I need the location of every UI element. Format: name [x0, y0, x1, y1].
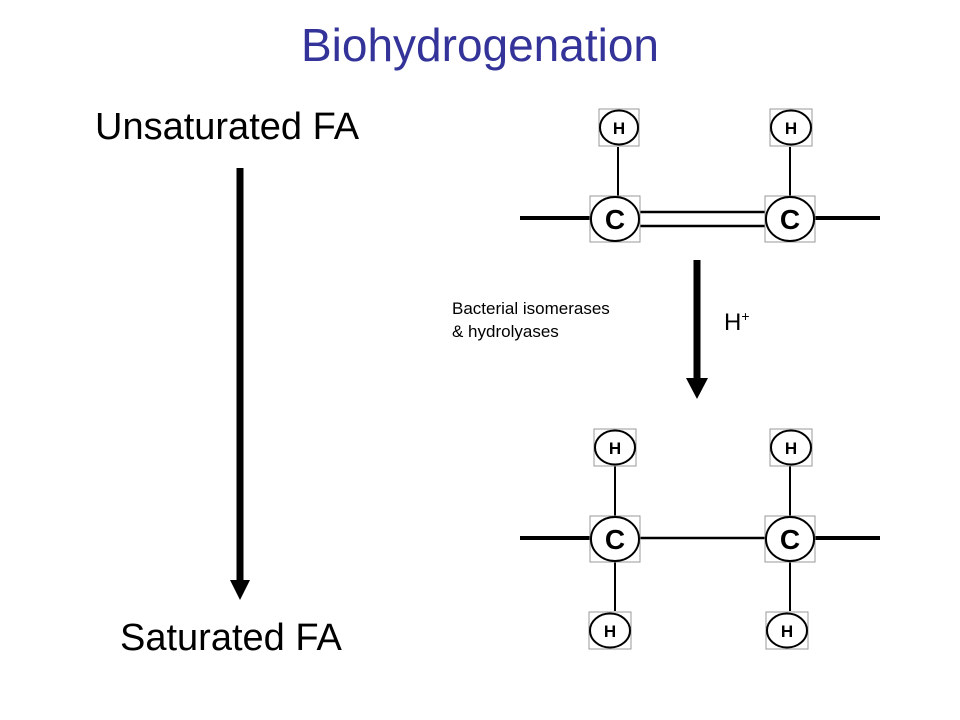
reaction-arrow: [686, 260, 708, 399]
hydrogen-ion-label: H+: [724, 308, 750, 337]
hydrogen-symbol: H: [609, 439, 621, 458]
carbon-atom: C: [589, 195, 641, 243]
enzyme-label: Bacterial isomerases & hydrolyases: [452, 297, 610, 343]
hydrogen-symbol: H: [785, 119, 797, 138]
hydrogen-ion-base: H: [724, 309, 742, 336]
carbon-atom: C: [764, 195, 816, 243]
saturated-fa-label: Saturated FA: [120, 617, 342, 659]
hydrogen-atom: H: [769, 108, 813, 147]
carbon-symbol: C: [605, 524, 625, 555]
enzyme-label-line1: Bacterial isomerases: [452, 299, 610, 318]
hydrogen-atom: H: [598, 108, 640, 147]
carbon-symbol: C: [780, 204, 800, 235]
carbon-atom: C: [589, 515, 641, 563]
carbon-symbol: C: [780, 524, 800, 555]
hydrogen-symbol: H: [785, 439, 797, 458]
hydrogen-symbol: H: [604, 622, 616, 641]
carbon-symbol: C: [605, 204, 625, 235]
double-bond: [638, 210, 770, 228]
unsaturated-structure: H H C C: [520, 108, 880, 243]
conversion-arrow: [230, 168, 250, 600]
hydrogen-symbol: H: [613, 119, 625, 138]
hydrogen-atom: H: [769, 428, 813, 467]
unsaturated-fa-label: Unsaturated FA: [95, 106, 360, 148]
hydrogen-symbol: H: [781, 622, 793, 641]
carbon-atom: C: [764, 515, 816, 563]
hydrogen-atom: H: [765, 611, 809, 650]
page-title: Biohydrogenation: [300, 19, 660, 71]
saturated-structure: H H C C H H: [520, 428, 880, 650]
hydrogen-atom: H: [588, 611, 632, 650]
hydrogen-atom: H: [593, 428, 637, 467]
enzyme-label-line2: & hydrolyases: [452, 322, 559, 341]
hydrogen-ion-charge: +: [741, 308, 750, 324]
